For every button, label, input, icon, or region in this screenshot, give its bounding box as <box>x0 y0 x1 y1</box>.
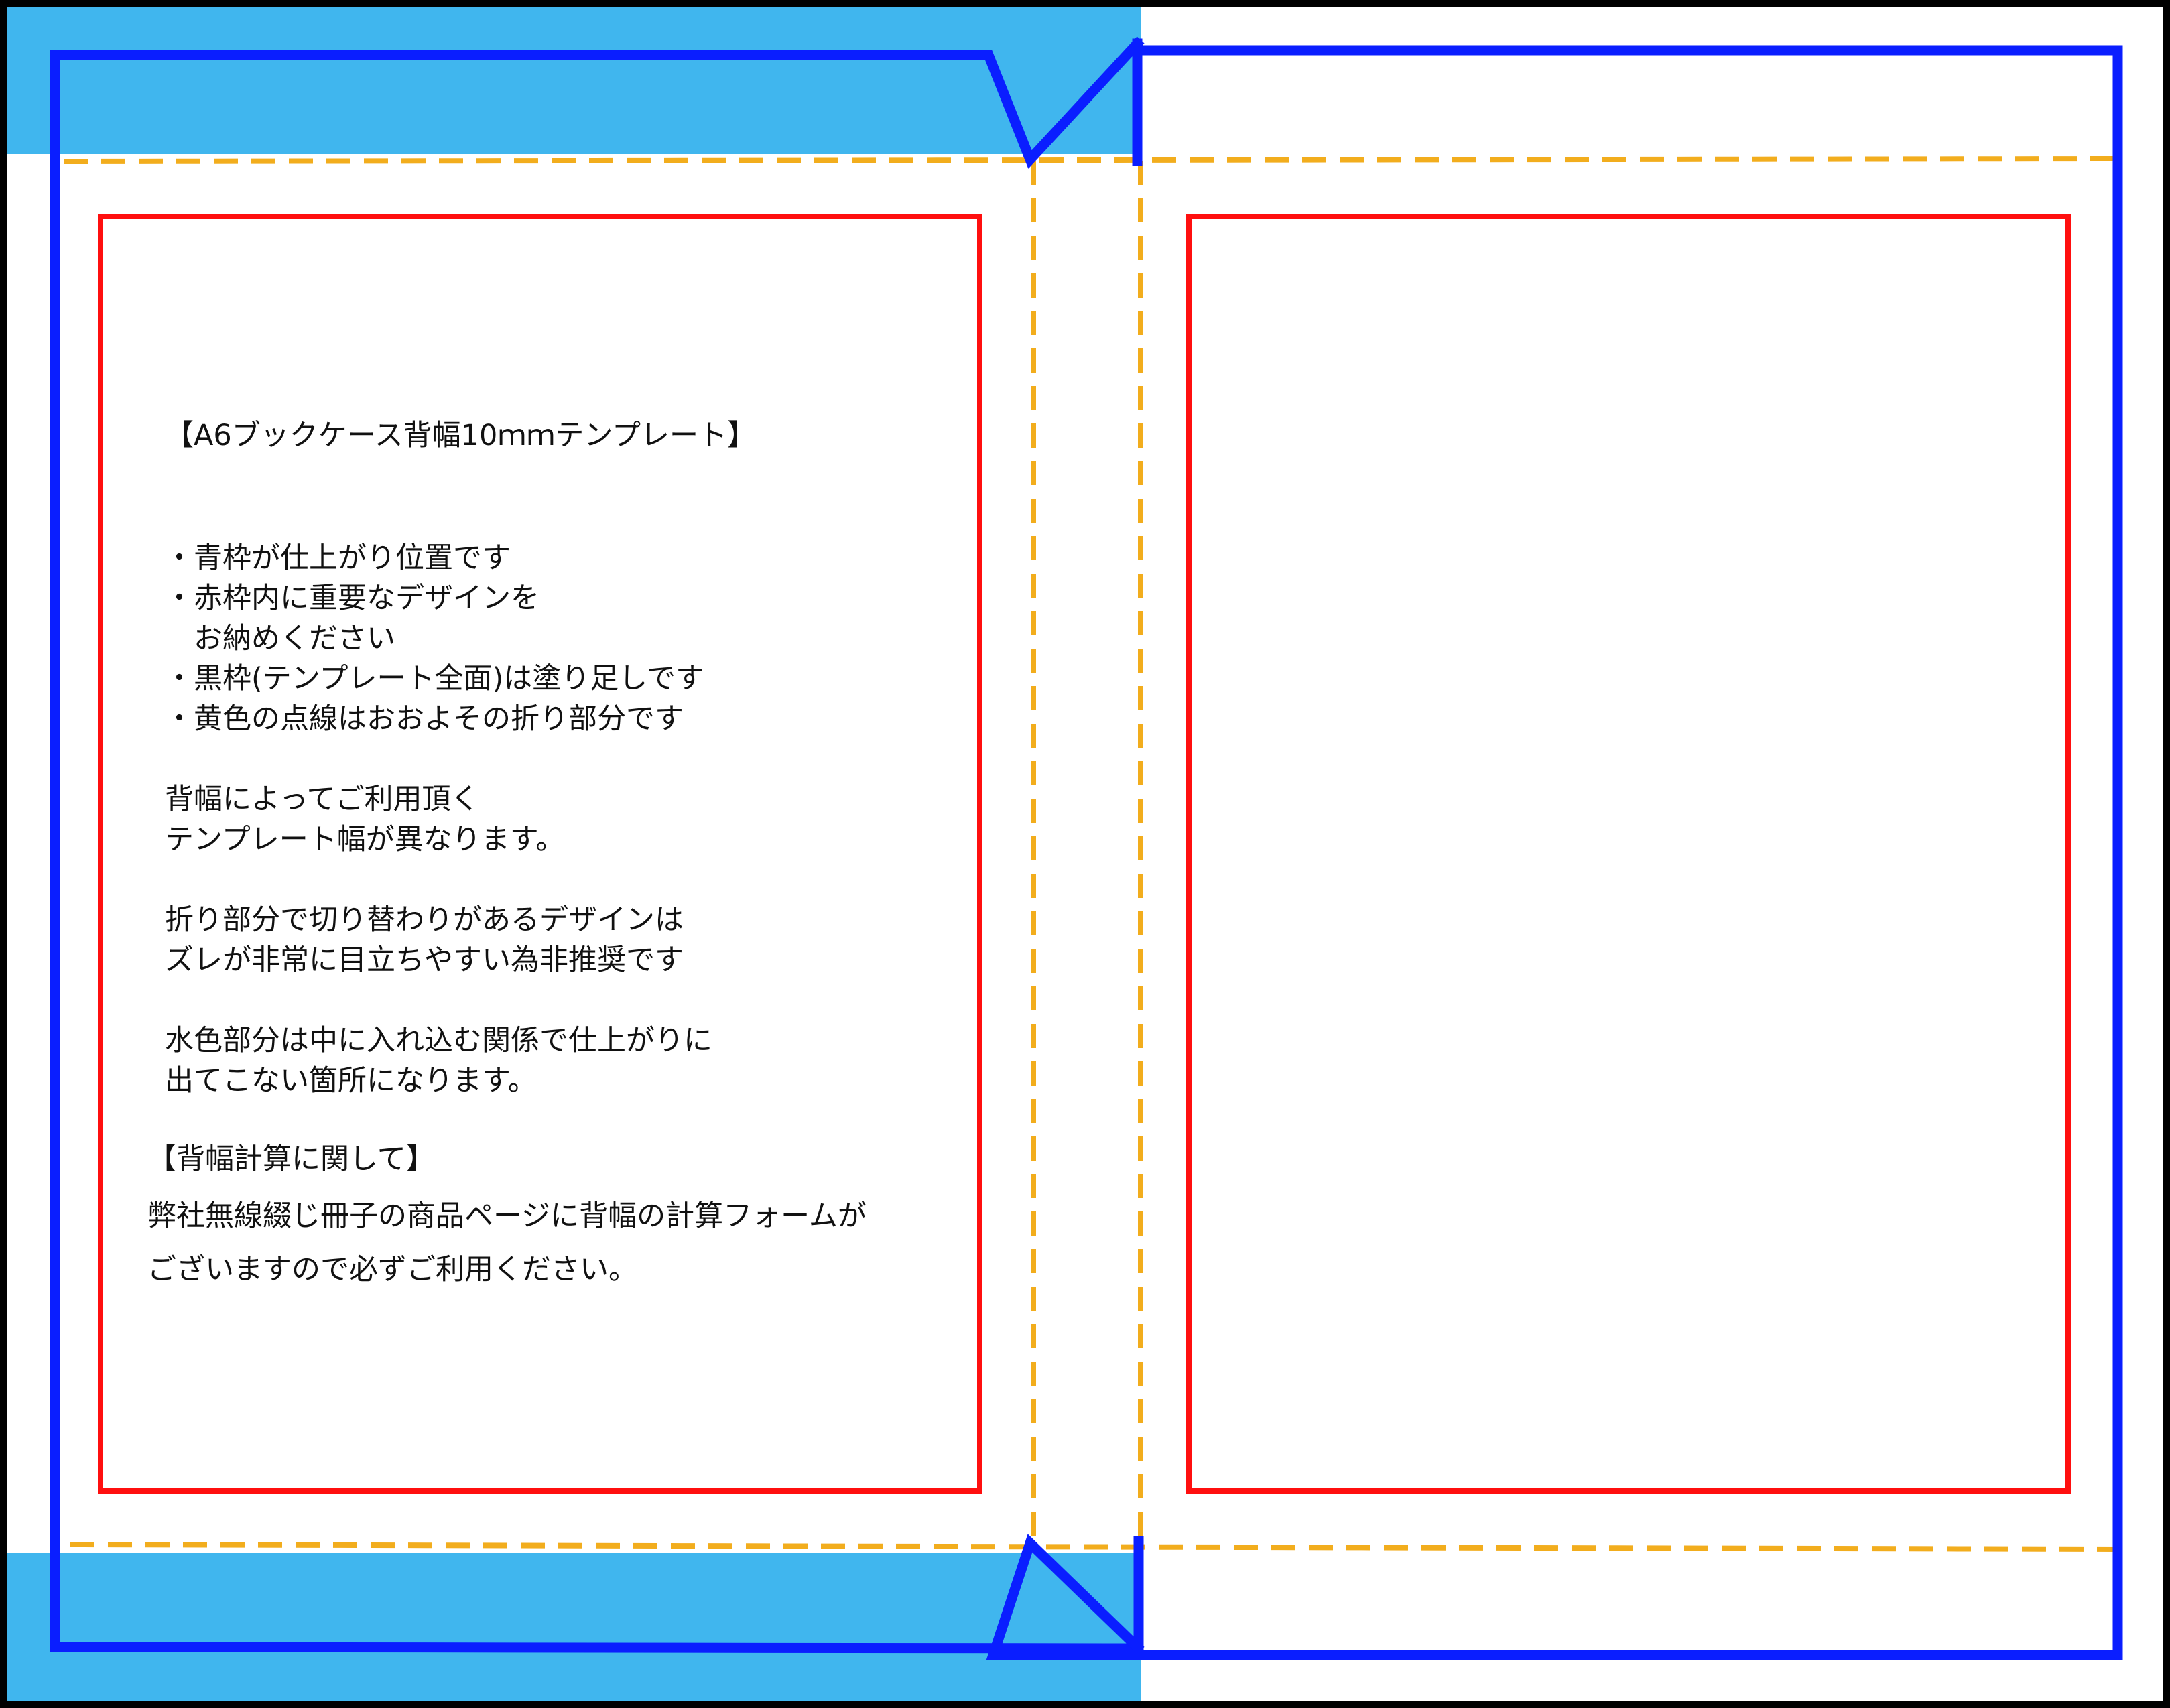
light-blue-top-flap <box>0 0 1141 154</box>
light-blue-bottom-flap <box>0 1553 1141 1708</box>
fold-note-line: 折り部分で切り替わりがあるデザインは <box>165 903 684 937</box>
bullet-item: ・黄色の点線はおおよその折り部分です <box>165 702 684 736</box>
light-blue-note-line: 水色部分は中に入れ込む関係で仕上がりに <box>165 1024 712 1057</box>
bullet-item: ・黒枠(テンプレート全面)は塗り足しです <box>165 662 704 696</box>
bullet-item: ・赤枠内に重要なデザインを <box>165 582 539 615</box>
safe-area-front-cover <box>1186 214 2071 1494</box>
spine-body-line: 弊社無線綴じ冊子の商品ページに背幅の計算フォームが <box>147 1199 867 1233</box>
width-note-line: 背幅によってご利用頂く <box>165 783 480 816</box>
bullet-item: お納めください <box>165 622 395 655</box>
fold-note-line: ズレが非常に目立ちやすい為非推奨です <box>165 943 684 977</box>
fold-lines <box>63 156 2118 1552</box>
fold-line-bottom <box>70 1542 2118 1552</box>
spine-body-line: ございますので必ずご利用ください。 <box>147 1253 637 1287</box>
spine-heading: 【背幅計算に関して】 <box>147 1142 435 1176</box>
safe-area-back-cover <box>98 214 982 1494</box>
width-note-line: テンプレート幅が異なります。 <box>165 823 565 856</box>
fold-line-top <box>63 156 2118 164</box>
trim-outline-front <box>986 38 2123 1660</box>
light-blue-note-line: 出てこない箇所になります。 <box>165 1064 537 1098</box>
bullet-item: ・青枠が仕上がり位置です <box>165 541 511 575</box>
title-text: 【A6ブックケース背幅10ｍｍテンプレート】 <box>165 419 757 452</box>
trim-outline-back-and-spine <box>50 36 1145 1654</box>
trim-outline <box>50 36 2123 1660</box>
